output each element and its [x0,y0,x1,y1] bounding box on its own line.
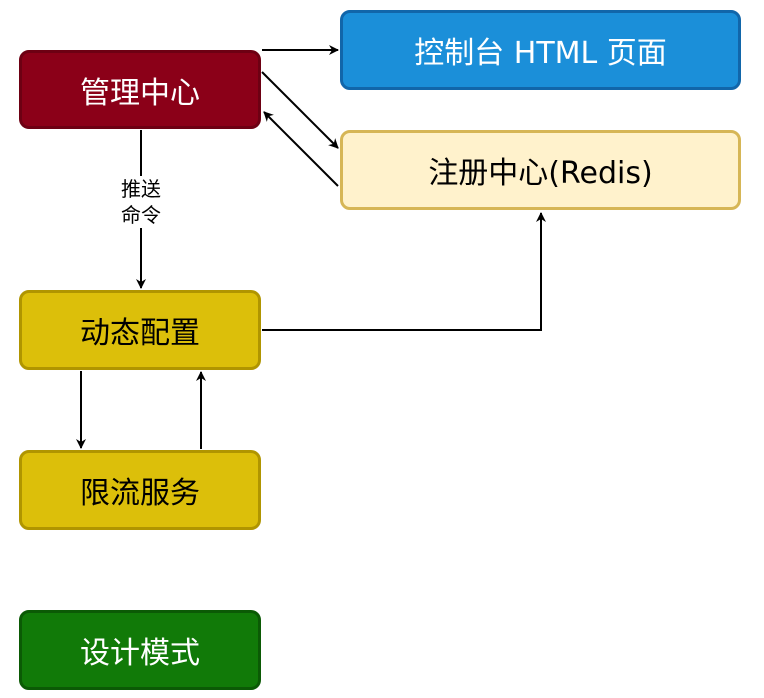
node-registry[interactable]: 注册中心(Redis) [340,130,741,210]
node-dynamic-config-label: 动态配置 [80,316,200,351]
edge-registry-to-management [263,111,339,187]
node-rate-limit-service[interactable]: 限流服务 [19,450,261,530]
node-registry-label: 注册中心(Redis) [428,156,653,191]
node-management-center-label: 管理中心 [80,75,200,111]
node-design-pattern[interactable]: 设计模式 [19,610,261,690]
edge-label-line1: 推送 [121,177,161,201]
node-console-page[interactable]: 控制台 HTML 页面 [340,10,741,90]
node-dynamic-config[interactable]: 动态配置 [19,290,261,370]
node-rate-limit-service-label: 限流服务 [80,476,200,511]
edge-label-line2: 命令 [121,203,161,227]
edge-label-push-command: 推送 命令 [110,176,172,228]
edge-management-to-registry [261,71,339,149]
node-console-page-label: 控制台 HTML 页面 [414,36,667,71]
node-management-center[interactable]: 管理中心 [19,50,261,129]
edge-dynamic-config-to-registry [262,212,546,331]
node-design-pattern-label: 设计模式 [80,636,200,671]
